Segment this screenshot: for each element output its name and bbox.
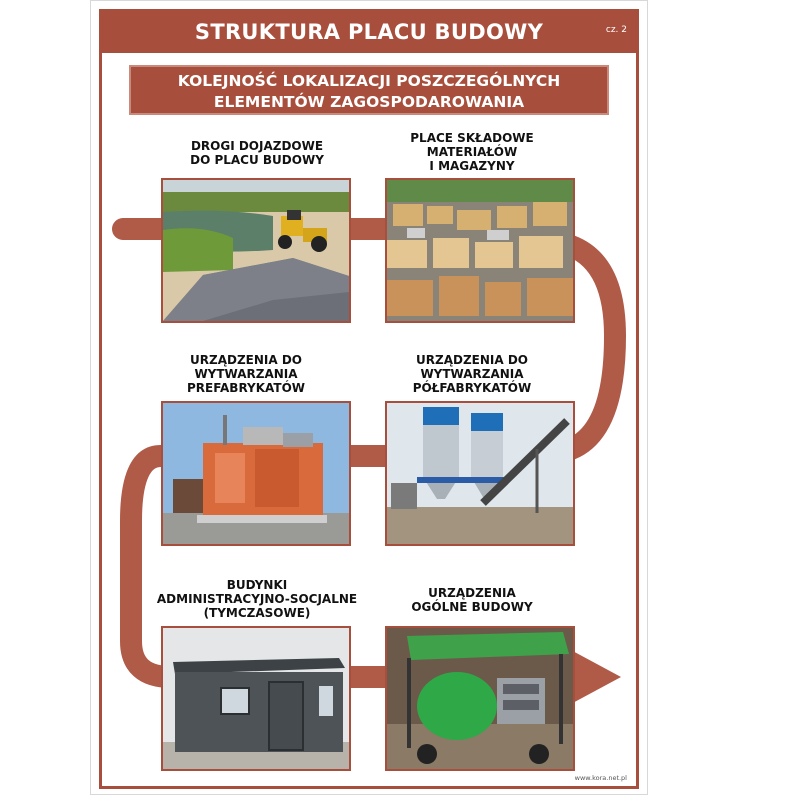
arrow-head-icon xyxy=(569,649,621,705)
subtitle-line-1: KOLEJNOŚĆ LOKALIZACJI POSZCZEGÓLNYCH xyxy=(177,72,561,90)
poster: STRUKTURA PLACU BUDOWY cz. 2 KOLEJNOŚĆ L… xyxy=(90,0,648,795)
subtitle-box: KOLEJNOŚĆ LOKALIZACJI POSZCZEGÓLNYCH ELE… xyxy=(129,65,609,115)
footer-url: www.kora.net.pl xyxy=(574,774,627,782)
photo-general-equipment xyxy=(385,626,575,771)
photo-storage-yards xyxy=(385,178,575,323)
poster-title: STRUKTURA PLACU BUDOWY xyxy=(194,20,544,44)
photo-prefab-plant xyxy=(161,401,351,546)
part-label: cz. 2 xyxy=(605,25,627,35)
photo-access-roads xyxy=(161,178,351,323)
photo-semi-finished-plant xyxy=(385,401,575,546)
photo-temporary-buildings xyxy=(161,626,351,771)
title-bar: STRUKTURA PLACU BUDOWY cz. 2 xyxy=(99,9,639,53)
subtitle-line-2: ELEMENTÓW ZAGOSPODAROWANIA xyxy=(213,93,525,111)
